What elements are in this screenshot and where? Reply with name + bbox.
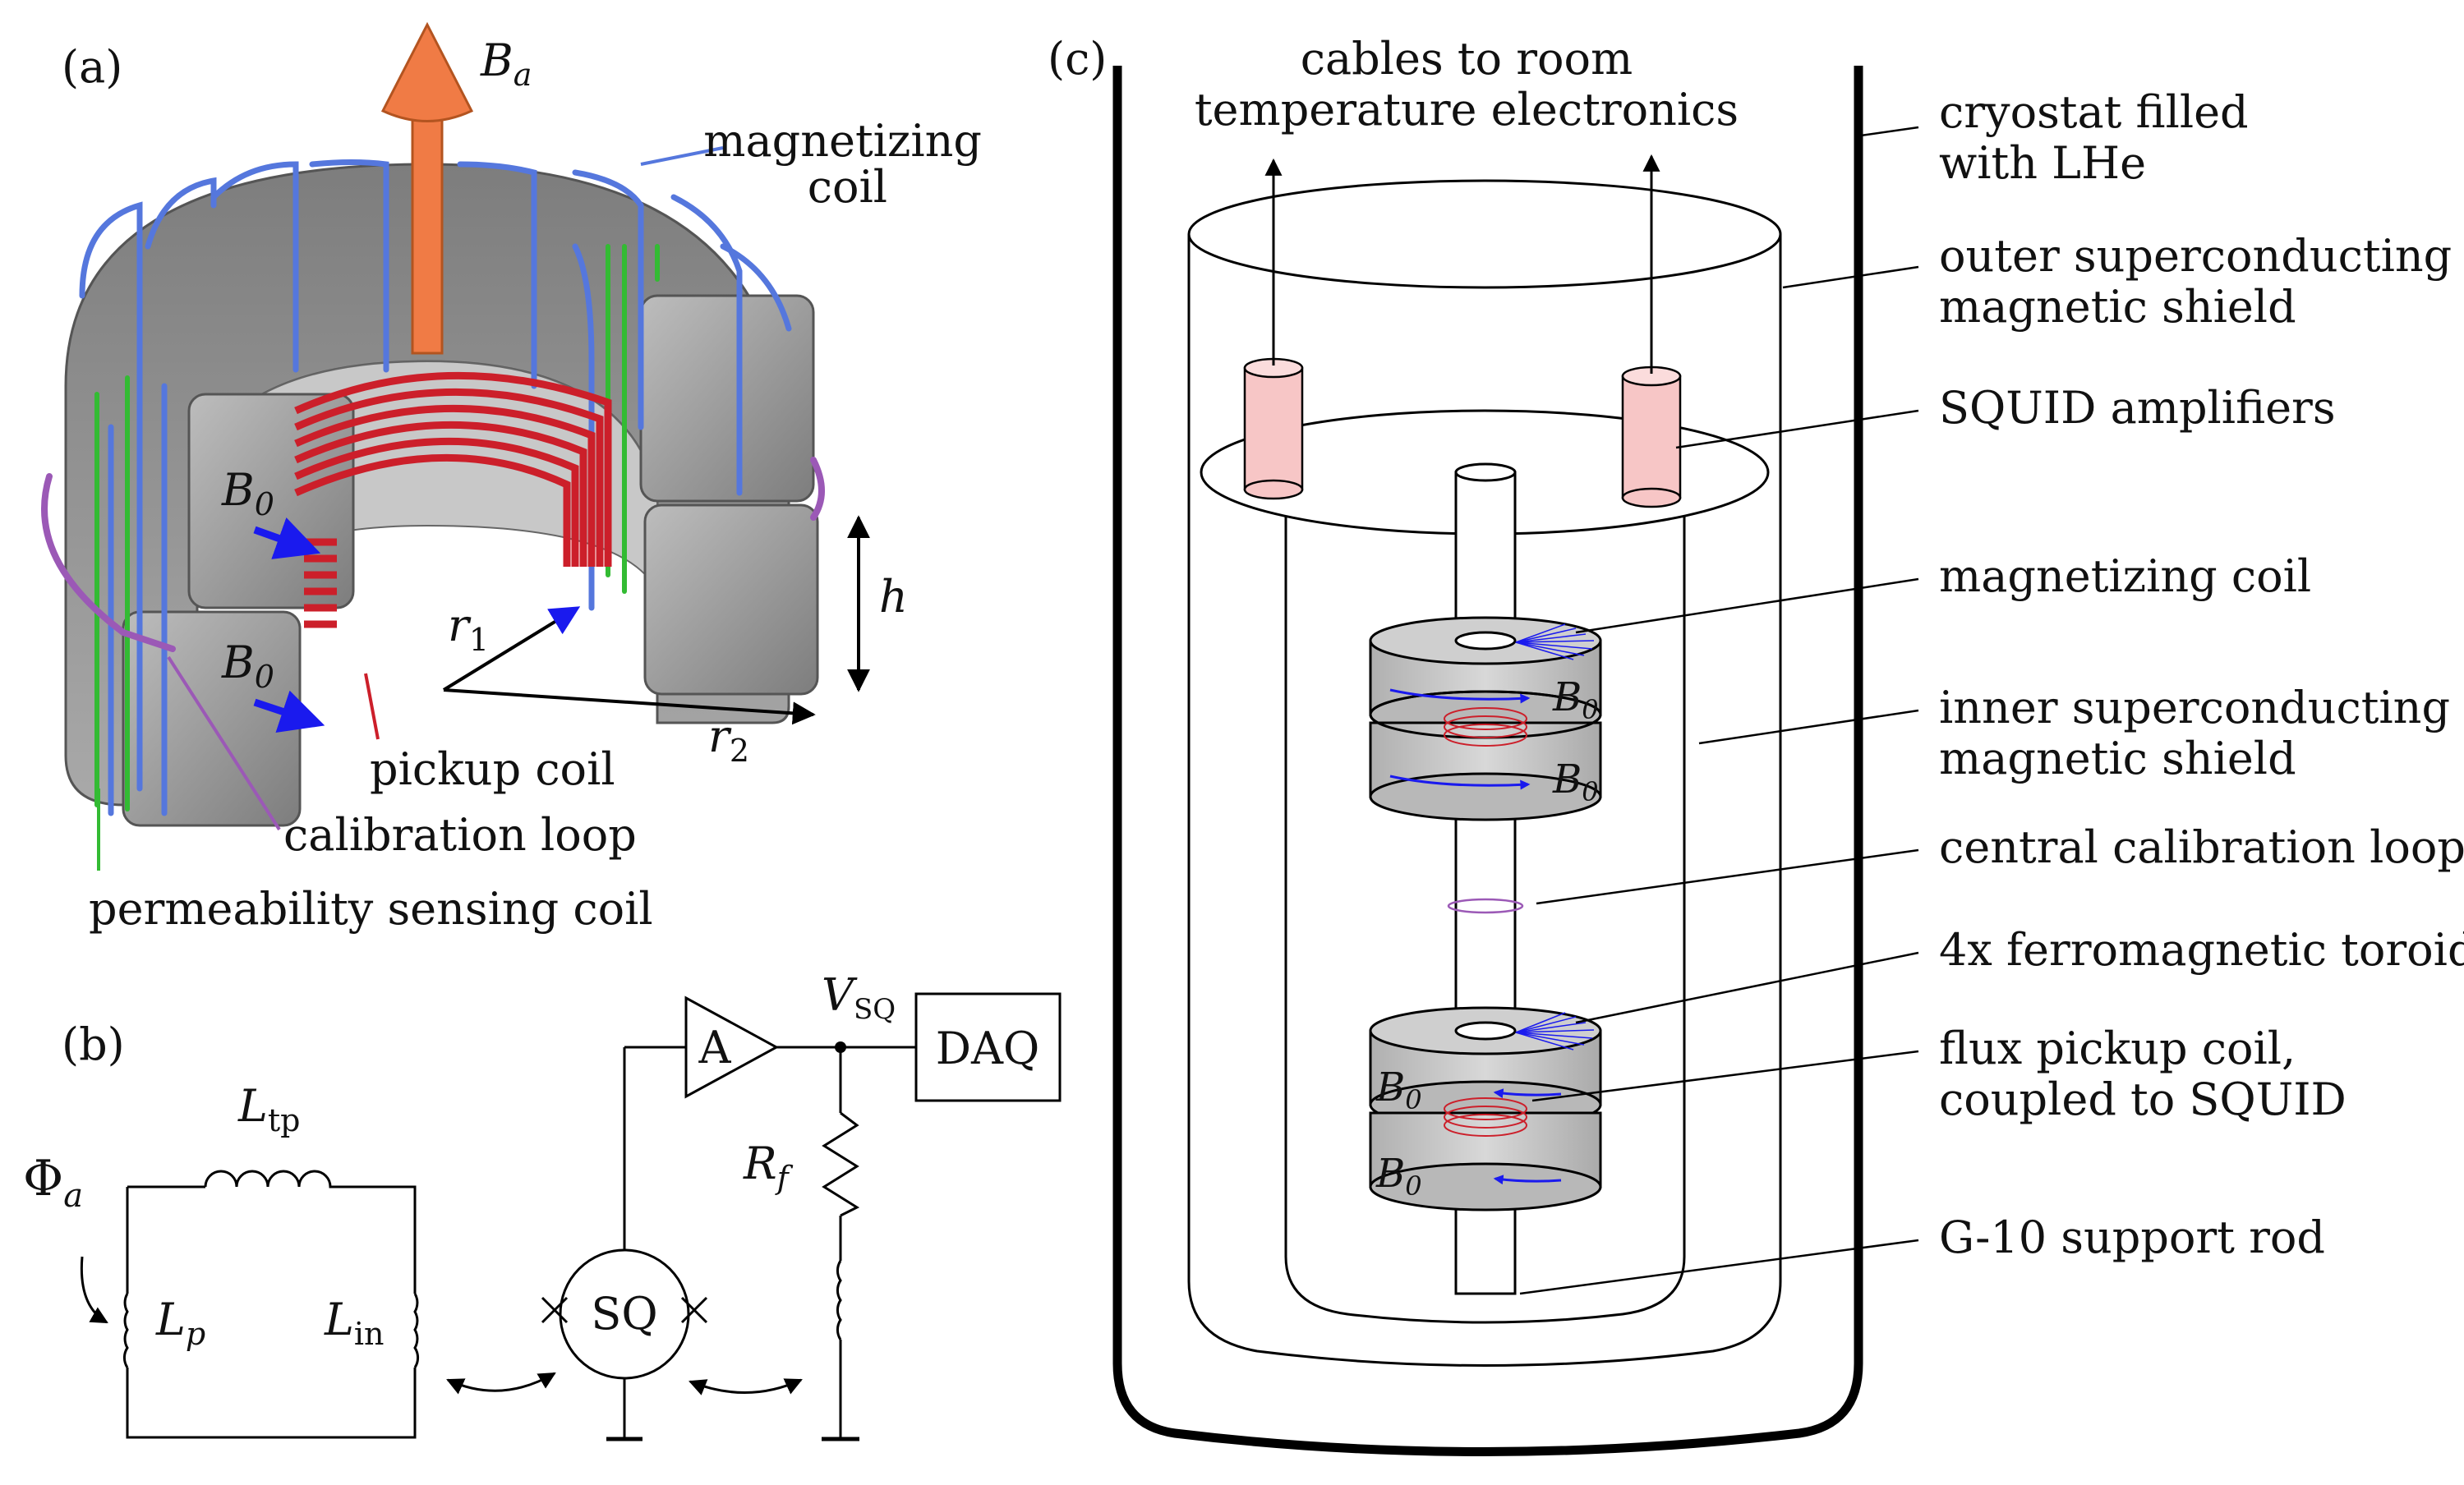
dimension-arrows bbox=[442, 515, 870, 725]
panel-a: (a) bbox=[41, 21, 982, 935]
inductor-feedback bbox=[836, 1260, 842, 1340]
r2-label: r2 bbox=[708, 710, 749, 769]
panel-c-leaders bbox=[1519, 126, 1919, 1295]
toroid-field-arrows bbox=[1389, 688, 1562, 1185]
amplifier-label: A bbox=[698, 1022, 732, 1074]
r1-label: r1 bbox=[448, 600, 489, 658]
cryostat-wall bbox=[1112, 66, 1863, 1456]
core-block-right-bottom bbox=[643, 503, 819, 696]
b0-label-bottom: B0 bbox=[221, 637, 274, 695]
cable-arrows bbox=[1264, 154, 1660, 374]
upper-magnetizing-lines bbox=[1515, 623, 1595, 660]
flux-label: Φa bbox=[23, 1150, 83, 1215]
squid-circuit bbox=[541, 992, 1062, 1441]
calibration-loop bbox=[41, 457, 825, 652]
b0-c-2: B0 bbox=[1552, 756, 1599, 807]
b0-arrows bbox=[253, 517, 325, 733]
panel-c-label: (c) bbox=[1048, 33, 1107, 85]
pickup-coil bbox=[294, 371, 612, 628]
panel-b: (b) Φa Ltp Lp Lin bbox=[23, 969, 1062, 1441]
support-rod-label: G-10 support rod bbox=[1939, 1211, 2325, 1263]
pickup-circuit bbox=[80, 1170, 803, 1439]
central-calibration-ring bbox=[1447, 898, 1524, 914]
b0-c-3: B0 bbox=[1375, 1064, 1422, 1115]
L-tp-label: Ltp bbox=[237, 1080, 300, 1138]
toroids-label: 4x ferromagnetic toroids bbox=[1939, 924, 2464, 976]
L-in-label: Lin bbox=[324, 1294, 385, 1352]
inductor-L-p bbox=[123, 1293, 129, 1368]
panel-a-label: (a) bbox=[62, 41, 122, 93]
squid-amplifiers bbox=[1243, 357, 1682, 508]
daq-label: DAQ bbox=[936, 1023, 1040, 1074]
flux-pickup-label: flux pickup coil,coupled to SQUID bbox=[1939, 1023, 2347, 1125]
panel-a-callouts bbox=[97, 146, 724, 871]
applied-field-arrow bbox=[380, 21, 474, 355]
inductor-L-tp bbox=[204, 1170, 333, 1188]
R-f-label: Rf bbox=[743, 1138, 794, 1196]
calibration-loop-label-a: calibration loop bbox=[283, 809, 637, 861]
lower-magnetizing-lines bbox=[1515, 1012, 1595, 1051]
b0-c-4: B0 bbox=[1375, 1151, 1422, 1202]
sensing-coil-label-a: permeability sensing coil bbox=[89, 883, 653, 935]
lower-pickup-loops bbox=[1444, 1097, 1527, 1137]
squid-label: SQ bbox=[591, 1288, 657, 1340]
squid-amplifiers-label: SQUID amplifiers bbox=[1939, 382, 2336, 434]
b0-label-top: B0 bbox=[221, 464, 274, 522]
central-calibration-label: central calibration loop bbox=[1939, 821, 2464, 873]
output-node bbox=[835, 1041, 846, 1053]
panel-b-label: (b) bbox=[62, 1018, 125, 1070]
inductor-L-in bbox=[413, 1293, 419, 1368]
b0-c-1: B0 bbox=[1552, 674, 1599, 725]
magnetizing-coil-label-c: magnetizing coil bbox=[1939, 550, 2311, 602]
panel-c: (c) bbox=[1048, 33, 2464, 1456]
resistor-R-f bbox=[822, 1111, 860, 1217]
v-sq-label: VSQ bbox=[822, 969, 896, 1026]
lower-toroids bbox=[1369, 1006, 1602, 1211]
outer-shield bbox=[1187, 179, 1782, 1367]
amplifier-symbol bbox=[684, 995, 780, 1099]
applied-field-label: Ba bbox=[480, 34, 532, 93]
L-p-label: Lp bbox=[155, 1294, 205, 1352]
daq-box bbox=[914, 992, 1062, 1102]
h-label: h bbox=[879, 571, 908, 623]
pickup-coil-label-a: pickup coil bbox=[370, 743, 615, 795]
upper-pickup-loops bbox=[1444, 707, 1527, 747]
